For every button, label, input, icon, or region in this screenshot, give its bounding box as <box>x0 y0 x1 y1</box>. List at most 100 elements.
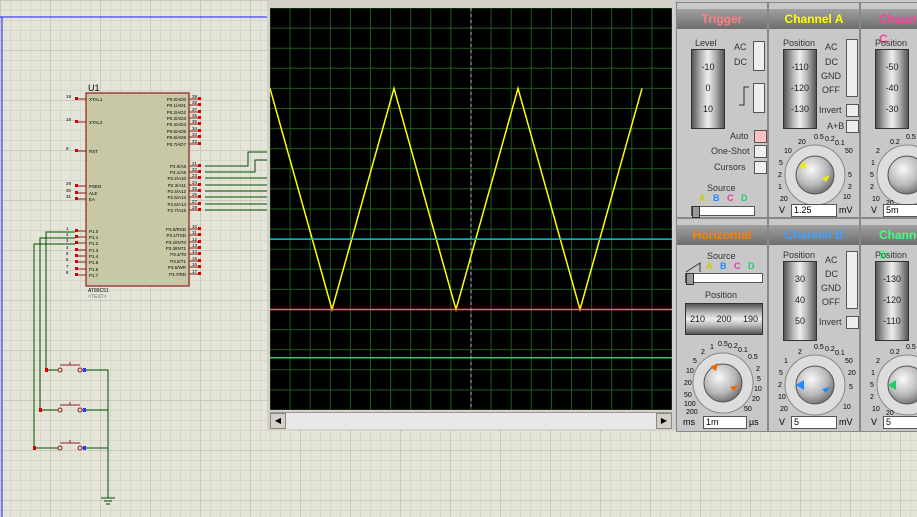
channel-d-volts-dial[interactable]: 0.5 0.2 2 1 5 2 10 20 <box>866 341 917 417</box>
pin-marker <box>75 260 78 263</box>
pin-name: P0.2/AD2 <box>167 110 187 115</box>
horizontal-timebase-dial[interactable]: 0.5 0.2 0.1 1 2 5 10 20 50 100 200 0.5 2… <box>682 339 764 415</box>
schematic-canvas[interactable]: U1 AT89C51 <TEXT> 19XTAL118XTAL29RST29PS… <box>0 0 270 517</box>
pin-marker <box>198 233 201 236</box>
pin-number: 25 <box>192 186 198 191</box>
channel-a-section: Channel A Position -110 -120 -130 AC DC … <box>768 2 860 218</box>
aplusb-button[interactable] <box>846 120 859 133</box>
channel-a-coupling-switch[interactable] <box>846 39 858 97</box>
horizontal-source-slider[interactable] <box>685 273 763 285</box>
dial-tick-label: 2 <box>876 148 880 155</box>
pin-number: 14 <box>192 249 198 254</box>
pin-name: ALE <box>89 191 98 196</box>
coupling-dc: DC <box>825 57 838 67</box>
dial-tick-label: 2 <box>848 184 852 191</box>
push-button-1[interactable] <box>45 362 86 373</box>
unit-left: V <box>871 205 878 215</box>
drum-value: -50 <box>885 62 899 72</box>
pin-number: 2 <box>66 232 69 237</box>
channel-a-position-label: Position <box>783 38 816 48</box>
drum-value: -110 <box>791 62 809 72</box>
dial-tick-label: 0.2 <box>825 136 835 143</box>
pin-number: 33 <box>192 132 198 137</box>
dial-tick-label: 2 <box>778 382 782 389</box>
trigger-coupling-switch[interactable] <box>753 41 765 71</box>
dial-tick-label: 0.1 <box>835 140 845 147</box>
source-d: D <box>741 193 748 203</box>
scroll-left-arrow-icon[interactable]: ◀ <box>270 413 286 429</box>
dial-tick-label: 10 <box>686 368 694 375</box>
channel-c-volts-value[interactable]: 5m <box>883 204 917 217</box>
scope-traces <box>270 85 672 359</box>
scroll-right-arrow-icon[interactable]: ▶ <box>656 413 672 429</box>
dial-tick-label: 20 <box>848 370 856 377</box>
horizontal-time-value[interactable]: 1m <box>703 416 747 429</box>
source-c: C <box>727 193 734 203</box>
push-button-3[interactable] <box>33 440 86 451</box>
scope-display <box>270 8 672 410</box>
channel-a-title: Channel A <box>769 9 859 29</box>
one-shot-button[interactable] <box>754 145 767 158</box>
pin-name: P0.3/AD3 <box>167 116 187 121</box>
dial-tick-label: 20 <box>886 410 894 417</box>
channel-b-volts-value[interactable]: 5 <box>791 416 837 429</box>
screen-horizontal-scrollbar[interactable]: ◀ ▶ <box>270 412 672 429</box>
cursors-button[interactable] <box>754 161 767 174</box>
pin-marker <box>75 184 78 187</box>
channel-c-volts-dial[interactable]: 0.5 0.2 2 1 5 2 10 20 <box>866 131 917 207</box>
dial-tick-label: 5 <box>849 384 853 391</box>
pin-name: P1.0 <box>89 229 99 234</box>
channel-c-section: Channel C Position -50 -40 -30 0.5 0.2 2… <box>860 2 917 218</box>
invert-label: Invert <box>819 105 842 115</box>
channel-a-position-drum[interactable]: -110 -120 -130 <box>783 49 817 129</box>
trigger-source-slider[interactable] <box>691 206 755 218</box>
channel-d-position-drum[interactable]: -130 -120 -110 <box>875 261 909 341</box>
dial-tick-label: 1 <box>710 344 714 351</box>
source-d: D <box>748 261 755 271</box>
channel-b-volts-dial[interactable]: 0.5 0.2 0.1 2 1 5 2 10 20 50 20 5 10 <box>774 341 856 417</box>
dial-tick-label: 5 <box>870 172 874 179</box>
microcontroller-chip[interactable] <box>85 92 190 287</box>
dial-tick-label: 0.2 <box>728 343 738 350</box>
push-button-2[interactable] <box>39 402 86 413</box>
trigger-section: Trigger Level -10 0 10 AC DC Auto One-Sh… <box>676 2 768 218</box>
drum-value: -40 <box>885 83 899 93</box>
pin-marker <box>198 189 201 192</box>
pin-name: P1.7 <box>89 273 99 278</box>
pin-marker <box>198 122 201 125</box>
pin-number: 27 <box>192 199 198 204</box>
channel-a-volts-value[interactable]: 1.25 <box>791 204 837 217</box>
horizontal-position-drum[interactable]: 210 200 190 <box>685 303 763 335</box>
channel-b-coupling-switch[interactable] <box>846 251 858 309</box>
chip-left-pins: 19XTAL118XTAL29RST29PSEN30ALE31EA1P1.02P… <box>66 94 103 278</box>
pin-marker <box>75 254 78 257</box>
dial-tick-label: 1 <box>778 184 782 191</box>
channel-d-section: Channel D Position -130 -120 -110 0.5 0.… <box>860 218 917 432</box>
channel-b-position-drum[interactable]: 30 40 50 <box>783 261 817 341</box>
pin-number: 19 <box>66 94 72 99</box>
trigger-level-drum[interactable]: -10 0 10 <box>691 49 725 129</box>
auto-button[interactable] <box>754 130 767 143</box>
pin-marker <box>75 248 78 251</box>
dial-tick-label: 20 <box>886 200 894 207</box>
channel-c-position-drum[interactable]: -50 -40 -30 <box>875 49 909 129</box>
pin-marker <box>198 246 201 249</box>
unit-right: µs <box>749 417 759 427</box>
pin-name: P3.0/RXD <box>166 227 187 232</box>
channel-d-volts-value[interactable]: 5 <box>883 416 917 429</box>
channel-a-invert-button[interactable] <box>846 104 859 117</box>
dial-tick-label: 2 <box>778 172 782 179</box>
trigger-source-label: Source <box>707 183 736 193</box>
dial-tick-label: 0.5 <box>814 344 824 351</box>
trigger-edge-switch[interactable] <box>753 83 765 113</box>
source-b: B <box>713 193 720 203</box>
dial-tick-label: 200 <box>686 409 698 415</box>
trigger-mode-cursors: Cursors <box>714 162 746 172</box>
channel-a-volts-dial[interactable]: 0.5 0.2 0.1 20 50 10 5 2 1 5 2 10 20 <box>774 131 856 207</box>
channel-b-invert-button[interactable] <box>846 316 859 329</box>
pin-name: P0.1/AD1 <box>167 103 187 108</box>
pin-number: 36 <box>192 113 198 118</box>
pin-name: P3.5/T1 <box>170 259 186 264</box>
pin-number: 31 <box>66 194 72 199</box>
pin-name: PSEN <box>89 184 101 189</box>
